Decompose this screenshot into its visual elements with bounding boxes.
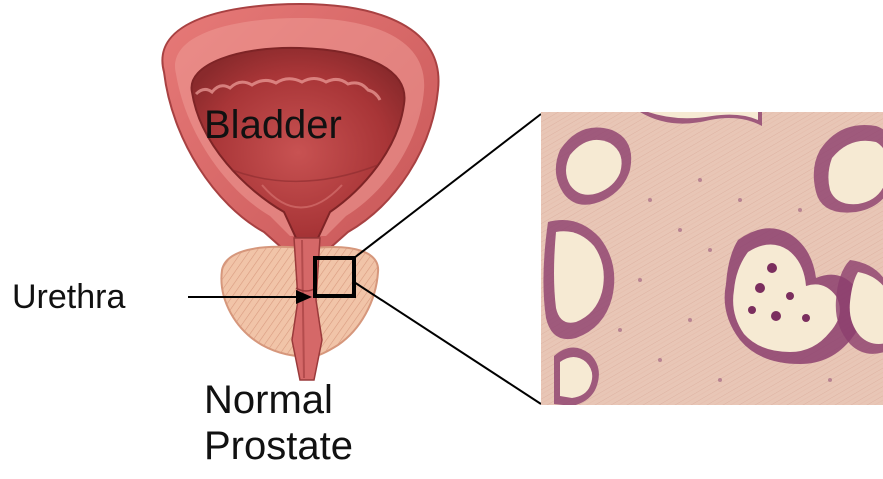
caption-line-1: Normal	[204, 377, 333, 423]
histology-micrograph	[541, 112, 883, 406]
prostate-right-lobe	[314, 247, 378, 356]
urethra-label: Urethra	[12, 277, 125, 317]
zoom-connector-bottom	[354, 282, 541, 404]
bladder-label: Bladder	[204, 101, 342, 149]
caption-line-2: Prostate	[204, 423, 353, 469]
prostate-left-lobe	[221, 247, 300, 356]
